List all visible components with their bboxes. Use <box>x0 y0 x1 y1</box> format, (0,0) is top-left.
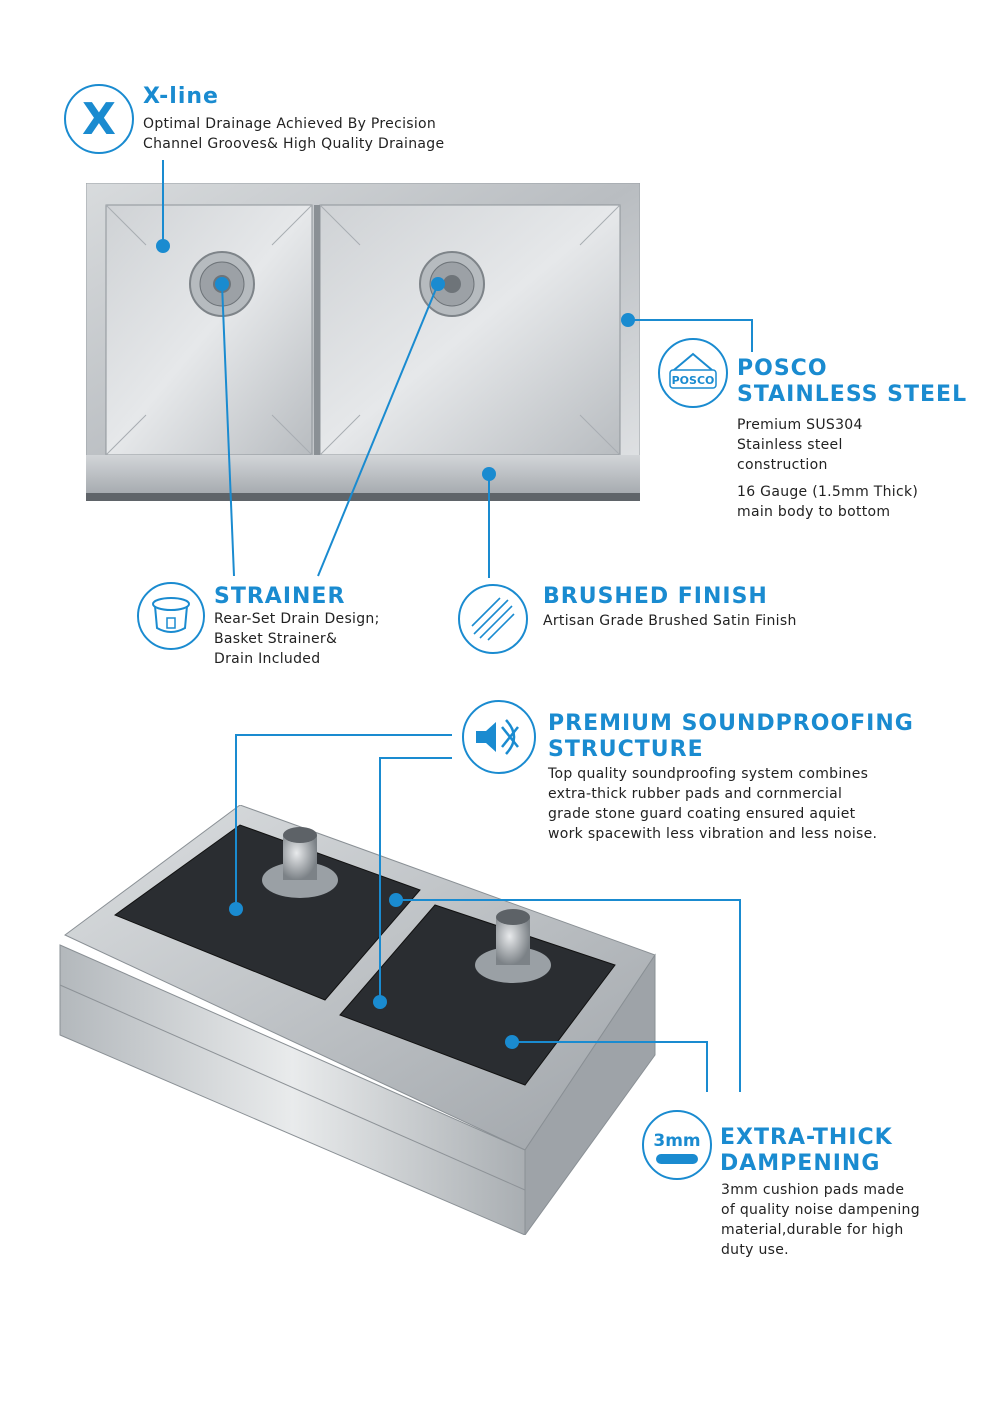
soundproof-title: PREMIUM SOUNDPROOFING STRUCTURE <box>548 711 914 762</box>
brushed-finish-icon <box>458 584 528 654</box>
posco-logo-text: POSCO <box>672 374 715 387</box>
brushed-finish-desc: Artisan Grade Brushed Satin Finish <box>543 613 797 629</box>
soundproof-desc: Top quality soundproofing system combine… <box>548 766 878 842</box>
dampening-title: EXTRA-THICK DAMPENING <box>720 1125 893 1176</box>
brushed-finish-title: BRUSHED FINISH <box>543 584 768 609</box>
x-line-icon: X <box>64 84 134 154</box>
x-line-title: X-line <box>143 84 219 109</box>
posco-desc: Premium SUS304 Stainless steel construct… <box>737 417 919 520</box>
cushion-pad-3mm-icon: 3mm <box>642 1110 712 1180</box>
strainer-title: STRAINER <box>214 584 346 609</box>
sink-top-view-image <box>86 183 640 501</box>
svg-text:X: X <box>82 94 116 145</box>
strainer-desc: Rear-Set Drain Design; Basket Strainer& … <box>214 611 380 667</box>
sink-underside-image <box>55 805 665 1235</box>
strainer-basket-icon <box>137 582 205 650</box>
soundproof-speaker-icon <box>462 700 536 774</box>
cushion-pad-3mm-label: 3mm <box>653 1131 700 1151</box>
posco-logo-icon: POSCO <box>658 338 728 408</box>
dampening-desc: 3mm cushion pads made of quality noise d… <box>721 1182 920 1258</box>
posco-title: POSCO STAINLESS STEEL <box>737 356 968 407</box>
x-line-desc: Optimal Drainage Achieved By Precision C… <box>143 116 445 152</box>
